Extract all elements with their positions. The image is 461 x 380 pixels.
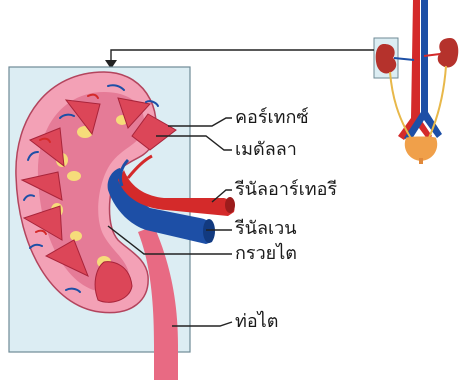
- inset-bladder: [405, 137, 437, 162]
- inset-urethra: [419, 158, 423, 164]
- label-medulla: เมดัลลา: [235, 141, 297, 159]
- urinary-system-inset: [374, 0, 458, 164]
- label-cortex: คอร์เทกซ์: [235, 109, 309, 127]
- label-renal-pelvis: กรวยไต: [235, 245, 297, 263]
- label-ureter: ท่อไต: [235, 313, 278, 331]
- renal-artery-opening: [225, 197, 235, 213]
- inset-left-kidney: [376, 44, 397, 73]
- inset-pointer-line: [111, 50, 374, 62]
- label-renal-vein: รีนัลเวน: [235, 220, 297, 238]
- renal-vein-opening: [203, 219, 215, 243]
- label-renal-artery: รีนัลอาร์เทอรี: [235, 181, 337, 199]
- inset-right-kidney: [438, 38, 459, 67]
